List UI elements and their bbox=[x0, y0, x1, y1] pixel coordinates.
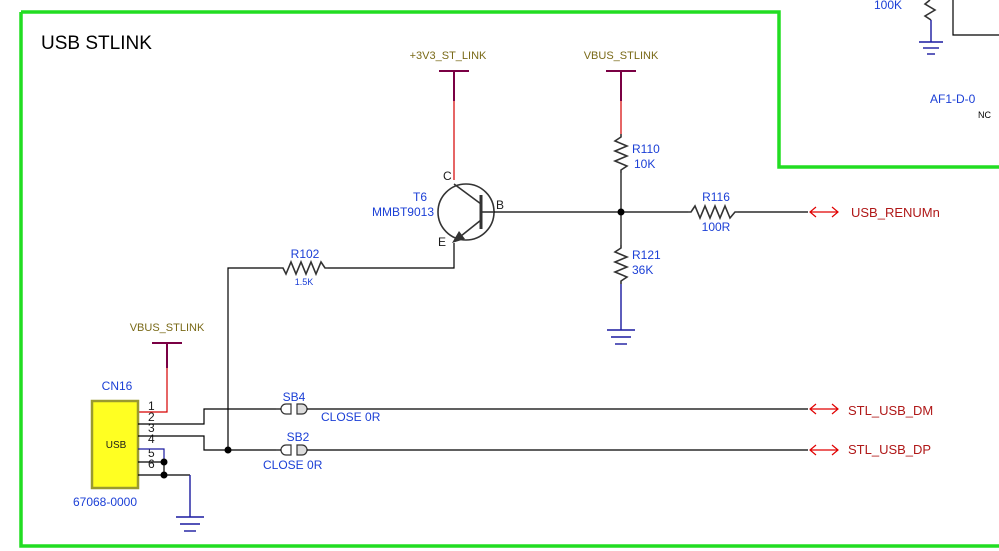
port-dp-arrow-right bbox=[831, 444, 839, 456]
adjacent-sheet-fragment: 100K AF1-D-0 NC bbox=[874, 0, 999, 120]
solder-bridge-sb4-left bbox=[280, 403, 292, 415]
sheet-title: USB STLINK bbox=[41, 33, 152, 54]
adjacent-resistor-value: 100K bbox=[874, 0, 902, 12]
net-label-vbus-left: VBUS_STLINK bbox=[130, 322, 205, 334]
port-dp-label: STL_USB_DP bbox=[848, 442, 931, 457]
adjacent-component-outline bbox=[952, 0, 999, 36]
junction-cn16-ground bbox=[160, 471, 168, 479]
connector-body-label: USB bbox=[106, 440, 127, 451]
resistor-r116-zigzag bbox=[688, 203, 738, 221]
port-renum-arrow-right bbox=[831, 206, 839, 218]
transistor-pin-b: B bbox=[496, 198, 504, 212]
transistor-part: MMBT9013 bbox=[372, 205, 434, 219]
port-stl-usb-dm[interactable]: STL_USB_DM bbox=[809, 403, 933, 418]
transistor-pin-e: E bbox=[438, 235, 446, 249]
ground-cn16 bbox=[176, 475, 204, 532]
wire-vbus-to-cn16-pin1 bbox=[138, 368, 168, 413]
connector-pin-2: 2 bbox=[148, 410, 155, 424]
solder-bridge-sb2-right bbox=[296, 444, 308, 456]
resistor-r121: R121 36K bbox=[612, 245, 661, 284]
net-label-3v3: +3V3_ST_LINK bbox=[410, 50, 487, 62]
solder-bridge-sb2-value: CLOSE 0R bbox=[263, 458, 323, 472]
wire-cn16-pin2-to-sb4 bbox=[138, 408, 276, 425]
net-label-vbus-top: VBUS_STLINK bbox=[584, 50, 659, 62]
resistor-r110-value: 10K bbox=[634, 157, 655, 171]
port-usb-renumn[interactable]: USB_RENUMn bbox=[809, 205, 940, 220]
solder-bridge-sb2-ref: SB2 bbox=[287, 430, 310, 444]
solder-bridge-sb4: SB4 CLOSE 0R bbox=[280, 390, 381, 424]
connector-pin-3: 3 bbox=[148, 421, 155, 435]
transistor-pin-c: C bbox=[443, 169, 452, 183]
resistor-r110-zigzag bbox=[612, 134, 630, 173]
port-renum-label: USB_RENUMn bbox=[851, 205, 940, 220]
transistor-emitter-arrow bbox=[452, 231, 465, 243]
resistor-r102-ref: R102 bbox=[291, 247, 320, 261]
junction-dp bbox=[224, 446, 232, 454]
port-dm-arrow-right bbox=[831, 403, 839, 415]
connector-pin-1: 1 bbox=[148, 399, 155, 413]
connector-pin-4: 4 bbox=[148, 432, 155, 446]
port-dm-label: STL_USB_DM bbox=[848, 403, 933, 418]
solder-bridge-sb2-left bbox=[280, 444, 292, 456]
solder-bridge-sb4-right bbox=[296, 403, 308, 415]
resistor-r110-ref: R110 bbox=[632, 142, 660, 156]
connector-ref: CN16 bbox=[102, 379, 133, 393]
wire-cn16-pin5 bbox=[138, 448, 165, 462]
resistor-r110: R110 10K bbox=[612, 134, 660, 173]
resistor-r116-value: 100R bbox=[702, 220, 731, 234]
resistor-r116: R116 100R bbox=[688, 190, 738, 234]
power-vbus-left: VBUS_STLINK bbox=[130, 322, 205, 413]
resistor-r121-ref: R121 bbox=[632, 248, 661, 262]
adjacent-part-note: NC bbox=[978, 110, 991, 120]
resistor-r102: R102 1.5K bbox=[280, 247, 328, 287]
transistor-t6: C B E T6 MMBT9013 bbox=[372, 169, 504, 249]
junction-cn16-pin6 bbox=[160, 458, 168, 466]
connector-cn16: CN16 USB 67068-0000 1 2 3 4 5 6 bbox=[73, 379, 155, 509]
transistor-collector-lead bbox=[453, 183, 482, 205]
adjacent-part-ref: AF1-D-0 bbox=[930, 92, 976, 106]
solder-bridge-sb4-value: CLOSE 0R bbox=[321, 410, 381, 424]
resistor-r102-zigzag bbox=[280, 259, 328, 277]
power-3v3-stlink: +3V3_ST_LINK bbox=[410, 50, 487, 180]
transistor-ref: T6 bbox=[413, 190, 427, 204]
resistor-r121-value: 36K bbox=[632, 263, 653, 277]
connector-pin-6: 6 bbox=[148, 457, 155, 471]
resistor-r116-ref: R116 bbox=[702, 190, 730, 204]
adjacent-resistor bbox=[923, 0, 937, 21]
connector-part: 67068-0000 bbox=[73, 495, 137, 509]
connector-body bbox=[90, 399, 140, 490]
resistor-r121-zigzag bbox=[612, 245, 630, 284]
wire-r102-to-dp bbox=[227, 267, 280, 450]
sheet-border bbox=[21, 10, 999, 169]
sheet-border-lower bbox=[19, 12, 999, 548]
wire-emitter-to-r102 bbox=[328, 243, 455, 269]
resistor-r102-value: 1.5K bbox=[295, 277, 314, 287]
connector-pin-5: 5 bbox=[148, 446, 155, 460]
ground-r121 bbox=[607, 284, 635, 345]
port-stl-usb-dp[interactable]: STL_USB_DP bbox=[809, 442, 931, 457]
solder-bridge-sb4-ref: SB4 bbox=[283, 390, 306, 404]
power-vbus-top: VBUS_STLINK bbox=[584, 50, 659, 134]
solder-bridge-sb2: SB2 CLOSE 0R bbox=[263, 430, 323, 472]
wire-cn16-pin3-to-sb2 bbox=[138, 435, 276, 451]
